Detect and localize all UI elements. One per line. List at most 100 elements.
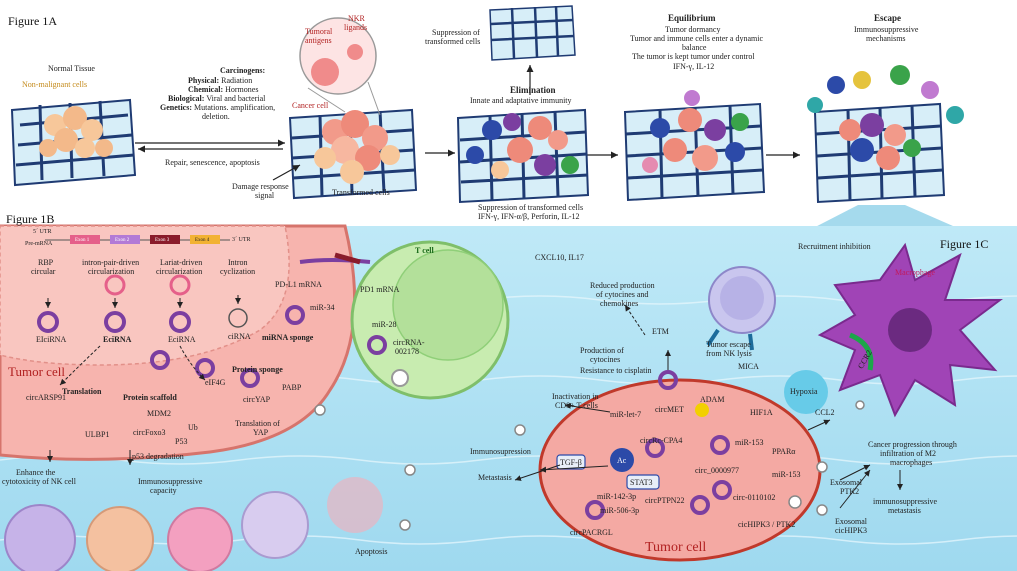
ulbp1-label: ULBP1 [85, 430, 110, 439]
carcinogens-heading: Carcinogens: [220, 66, 266, 75]
circrna-icons [37, 274, 305, 388]
circcpa4-label: circRc-CPA4 [640, 436, 683, 445]
escape-nk-2: from NK lysis [706, 349, 752, 358]
exon-3: Exon 3 [155, 238, 170, 243]
premrna-label: Pre-mRNA [25, 241, 53, 247]
exon-bar [45, 235, 230, 244]
nkr-label-2: ligands [344, 23, 368, 32]
tgfb-label: TGF-β [560, 458, 582, 467]
damage-label-2: signal [255, 191, 275, 200]
fig1b-title: Figure 1B [6, 212, 55, 226]
reduced-1: Reduced production [590, 281, 655, 290]
escape-line-1: Immunosuppressive [854, 25, 919, 34]
nkr-label-1: NKR [348, 14, 365, 23]
circrna-label-2: 002178 [395, 347, 419, 356]
eq-line-3: balance [682, 43, 707, 52]
pabp-label: PABP [282, 383, 302, 392]
mdm2-label: MDM2 [147, 409, 172, 418]
mir34-label: miR-34 [310, 303, 335, 312]
exo-ptk-2: PTK2 [840, 487, 860, 496]
etm-label: ETM [652, 327, 669, 336]
recruit-label: Recruitment inhibition [798, 242, 871, 251]
rbp-label-1: RBP [38, 258, 54, 267]
transyap-1: Translation of [235, 419, 280, 428]
ecirna-label: EciRNA [168, 335, 196, 344]
reduced-3: chemokines [600, 299, 639, 308]
pd1-label: PD1 mRNA [360, 285, 400, 294]
repair-label: Repair, senescence, apoptosis [165, 158, 260, 167]
transformed-label: Transformed cells [332, 188, 390, 197]
immmet-2: metastasis [888, 506, 921, 515]
mir28-label: miR-28 [372, 320, 397, 329]
mica-label: MICA [738, 362, 759, 371]
rbp-label-2: circular [31, 267, 56, 276]
elimination-title: Elimination [510, 85, 556, 95]
tcell-label: T cell [415, 246, 434, 255]
cancer-cell-label: Cancer cell [292, 101, 329, 110]
immuno-2: capacity [150, 486, 177, 495]
circrna-label-1: circRNA- [393, 338, 425, 347]
pdl1-label: PD-L1 mRNA [275, 280, 322, 289]
macrophage [817, 242, 1003, 418]
suppression-top-2: transformed cells [425, 37, 481, 46]
intron-cyc-1: Intron [228, 258, 248, 267]
utr5-label: 5´ UTR [33, 229, 52, 235]
circ0000977-label: circ_0000977 [695, 466, 739, 475]
equilibrium-cells [642, 90, 749, 173]
cxcl-label: CXCL10, IL17 [535, 253, 584, 262]
escape-cells [807, 65, 964, 170]
ecirna-bold-label: EciRNA [103, 335, 132, 344]
non-malignant-label: Non-malignant cells [22, 80, 88, 89]
circmet-label: circMET [655, 405, 684, 414]
ub-label: Ub [188, 423, 198, 432]
immuno-1: Immunosuppressive [138, 477, 203, 486]
cirna-label: ciRNA [228, 332, 251, 341]
eq-line-4: The tumor is kept tumor under control [632, 52, 755, 61]
bottom-immune-cells [4, 477, 383, 571]
cytokines-bottom: IFN-γ, IFN-α/β, Perforin, IL-12 [478, 212, 580, 221]
hypoxia-label: Hypoxia [790, 387, 818, 396]
fig1c-title: Figure 1C [940, 237, 989, 251]
intron-pair-1: intron-pair-driven [82, 258, 140, 267]
tumor-cell-1c-label: Tumor cell [645, 540, 707, 555]
eq-line-5: IFN-γ, IL-12 [673, 62, 715, 71]
circ0110102-label: circ-0110102 [733, 493, 776, 502]
carcinogen-genetics-2: deletion. [202, 112, 230, 121]
damage-label-1: Damage response [232, 182, 289, 191]
pdl1-receptor [299, 258, 371, 264]
circpacrgl-label: circPACRGL [570, 528, 613, 537]
inactivation-2: CD8+ T cells [555, 401, 598, 410]
ac-label: Ac [617, 456, 627, 465]
production-2: cytocines [590, 355, 621, 364]
hif1a-label: HIF1A [750, 408, 773, 417]
exon-4: Exon 4 [195, 238, 210, 243]
circptpn22-label: circPTPN22 [645, 496, 685, 505]
protein-sponge-label: Protein sponge [232, 365, 283, 374]
cancer-prog-1: Cancer progression through [868, 440, 957, 449]
tumoral-label-1: Tumoral [305, 27, 333, 36]
inactivation-1: Inactivation in [552, 392, 599, 401]
ccl2-label: CCL2 [815, 408, 835, 417]
translation-label: Translation [62, 387, 102, 396]
escape-line-2: mechanisms [866, 34, 906, 43]
adam-label: ADAM [700, 395, 725, 404]
mir506-label: miR-506-3p [600, 506, 640, 515]
exo-hipk-1: Exosomal [835, 517, 867, 526]
ccr2-receptor [848, 332, 874, 371]
cancer-prog-3: macrophages [890, 458, 933, 467]
mir153-label-b: miR-153 [772, 470, 801, 479]
apoptosis-label: Apoptosis [355, 547, 388, 556]
mir142-label: miR-142-3p [597, 492, 637, 501]
exon-1: Exon 1 [75, 238, 90, 243]
protein-scaffold-label: Protein scaffold [123, 393, 177, 402]
cancer-cell-zoom [311, 58, 339, 86]
eif4g-label: eIF4G [205, 378, 226, 387]
carcinogen-genetics: Genetics: Mutations. amplification, [160, 103, 276, 112]
hypoxia-circle [784, 370, 828, 414]
lariat-2: circularization [156, 267, 203, 276]
elimination-cells [466, 113, 579, 179]
circfoxo3-label: circFoxo3 [133, 428, 166, 437]
ppara-label: PPARα [772, 447, 796, 456]
circarsp91-label: circARSP91 [26, 393, 66, 402]
